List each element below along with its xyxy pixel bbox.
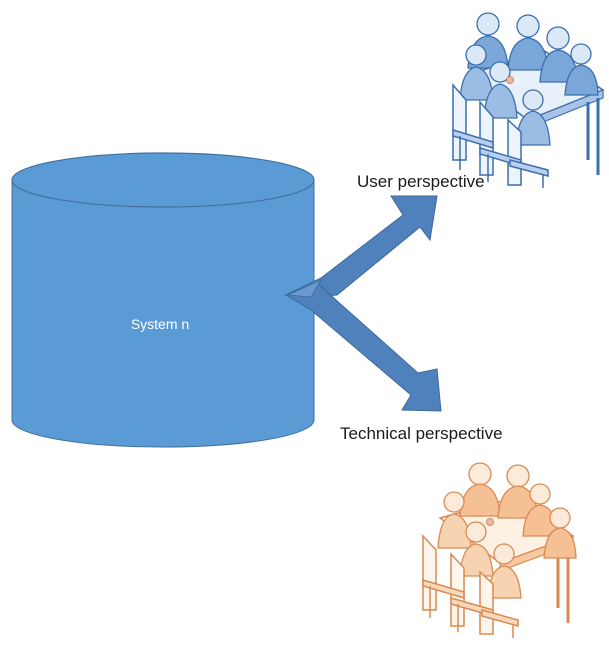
database-body [11,179,315,448]
perspective-arrows [284,195,442,412]
user-perspective-label: User perspective [357,172,485,191]
technical-perspective-label: Technical perspective [340,424,503,443]
meeting-group-icon [422,462,577,638]
technical-perspective-arrow [284,283,442,412]
database-cylinder [11,152,315,448]
arrow-junction-highlight [286,279,322,298]
database-label: System n [130,316,190,332]
meeting-group-icon [452,12,605,188]
database-top [11,152,315,208]
